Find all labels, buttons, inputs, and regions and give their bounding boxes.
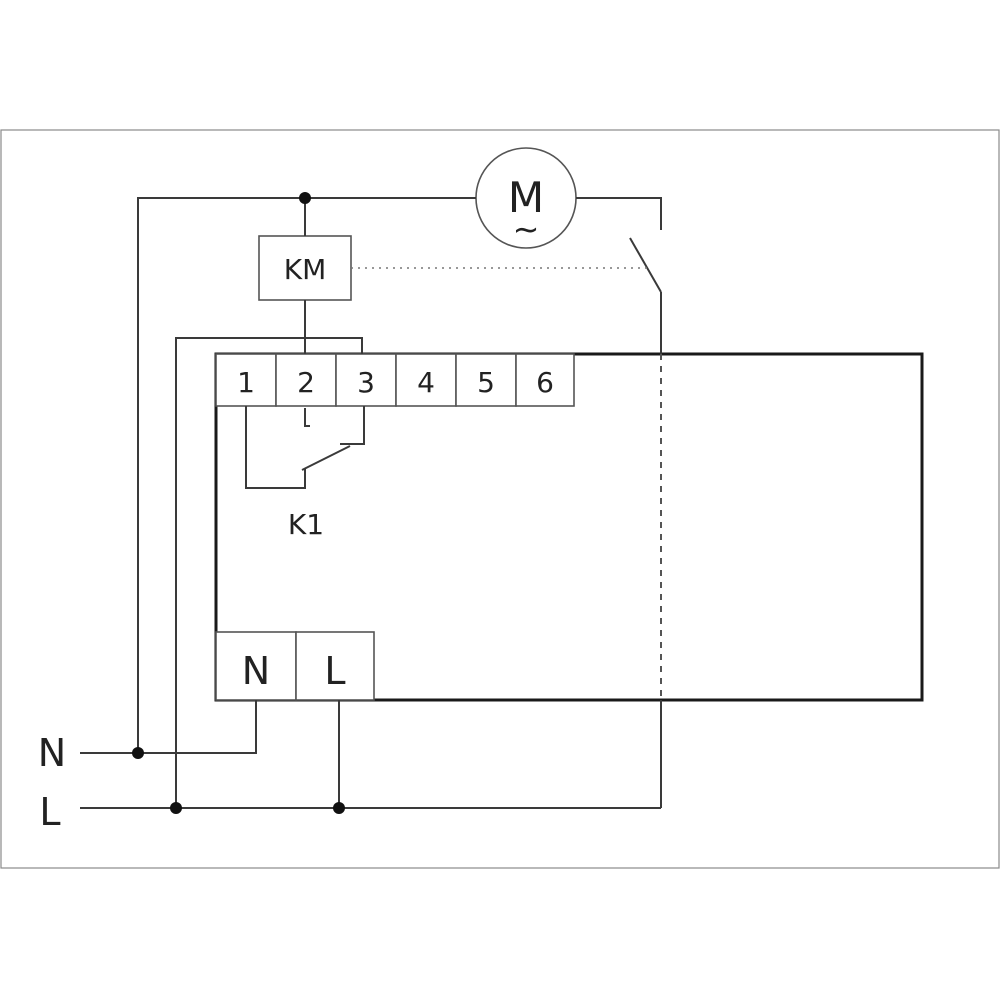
diagram-frame bbox=[0, 129, 1000, 869]
terminal-l-box bbox=[295, 631, 375, 701]
terminal-n-box bbox=[215, 631, 297, 701]
terminal-4-label: 4 bbox=[417, 366, 435, 399]
contactor-coil-km bbox=[258, 235, 352, 301]
terminal-4-box bbox=[395, 353, 457, 407]
k1-label: K1 bbox=[288, 508, 324, 541]
terminal-5-label: 5 bbox=[477, 366, 495, 399]
contactor-km-label: KM bbox=[284, 253, 327, 286]
terminal-3-box bbox=[335, 353, 397, 407]
motor-ac-symbol: ~ bbox=[513, 210, 540, 248]
terminal-6-label: 6 bbox=[536, 366, 554, 399]
top-terminal-block: 1 2 3 4 5 6 bbox=[215, 353, 575, 407]
k1-relay-contact: K1 bbox=[245, 406, 365, 541]
bottom-terminal-block: N L bbox=[215, 631, 375, 701]
terminal-6-box bbox=[515, 353, 575, 407]
terminal-3-label: 3 bbox=[357, 366, 375, 399]
terminal-n-label: N bbox=[242, 649, 270, 693]
terminal-2-label: 2 bbox=[297, 366, 315, 399]
junction-node bbox=[299, 192, 311, 204]
junction-node bbox=[132, 747, 144, 759]
supply-line-label: L bbox=[39, 790, 60, 834]
terminal-l-label: L bbox=[324, 649, 345, 693]
motor-letter: M bbox=[508, 173, 544, 222]
terminal-5-box bbox=[455, 353, 517, 407]
wiring bbox=[80, 197, 662, 809]
supply-neutral-label: N bbox=[38, 731, 66, 775]
terminal-1-label: 1 bbox=[237, 366, 255, 399]
junction-node bbox=[333, 802, 345, 814]
junction-node bbox=[170, 802, 182, 814]
